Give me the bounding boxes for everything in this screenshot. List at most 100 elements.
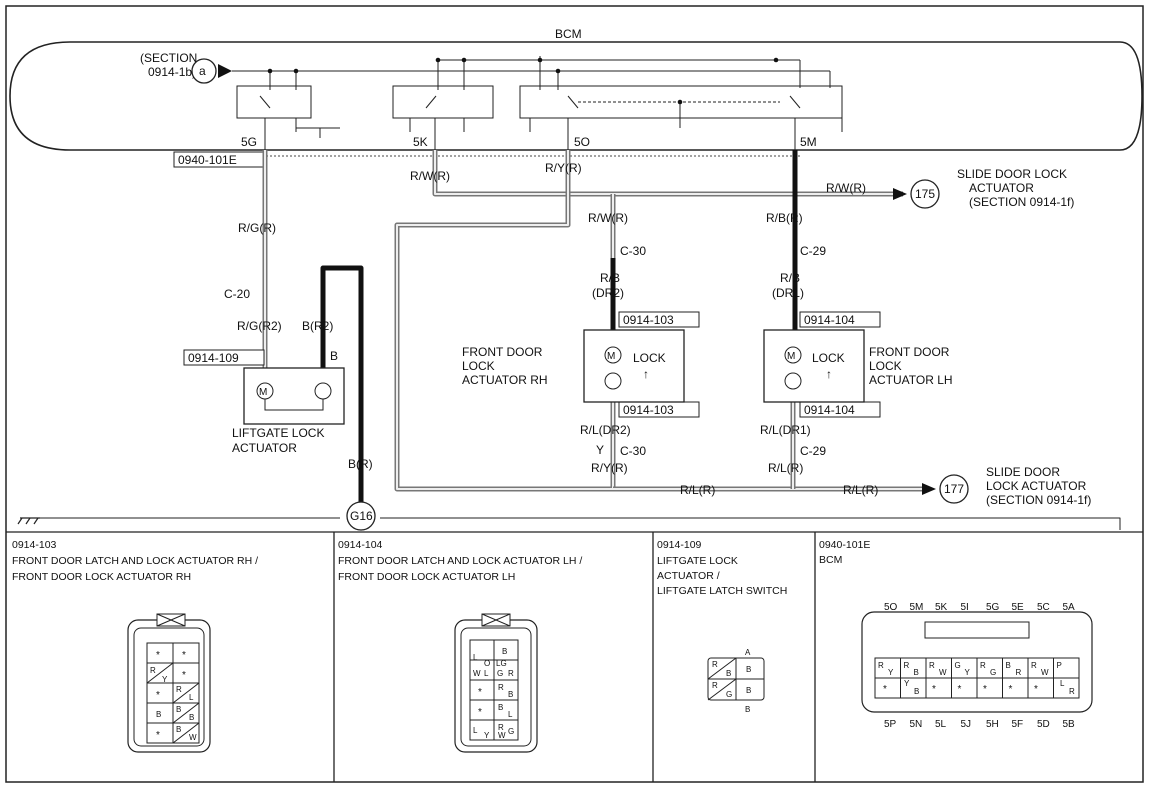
rh-motor-label: M xyxy=(607,351,615,362)
wire-rg-r: R/G(R) xyxy=(238,221,276,235)
pin-5o: 5O xyxy=(574,135,590,149)
flh-label-3: ACTUATOR LH xyxy=(869,373,953,387)
code-box-109 xyxy=(183,349,265,366)
bcm-row2-cell: * xyxy=(1009,684,1013,695)
rh-arrow-icon: ↑ xyxy=(643,367,649,381)
connector-c30a: C-30 xyxy=(620,244,646,258)
bcm-bot-pin-5f: 5F xyxy=(1012,719,1024,730)
code-box-104a xyxy=(799,311,881,328)
arrow-177 xyxy=(922,483,936,495)
bcm-row2-cell: * xyxy=(932,684,936,695)
c103-cell-4: * xyxy=(182,670,186,681)
bcm-row2-cell: R xyxy=(1069,687,1075,696)
lh-motor-icon xyxy=(784,346,802,364)
bcm-internal-circuit xyxy=(232,56,843,150)
bcm-row1-cell: R xyxy=(878,661,884,670)
slide-top-3: (SECTION 0914-1f) xyxy=(969,195,1074,209)
code-104a: 0914-104 xyxy=(804,313,855,327)
bcm-bot-pin-5d: 5D xyxy=(1037,719,1050,730)
connector-104-drawing xyxy=(454,613,538,753)
code-103b: 0914-103 xyxy=(623,403,674,417)
c109-c6: B xyxy=(746,686,751,695)
wire-rb-right: R/B xyxy=(780,271,800,285)
connector-c30b: C-30 xyxy=(620,444,646,458)
connector-c20: C-20 xyxy=(224,287,250,301)
c103-cell-6b: L xyxy=(189,693,194,702)
front-door-rh-box xyxy=(583,329,685,403)
bcm-connector-code: 0940-101E xyxy=(178,153,237,167)
bcm-row1-cell: Y xyxy=(888,668,894,677)
bcm-outline xyxy=(9,41,1143,151)
wire-rb-r: R/B(R) xyxy=(766,211,803,225)
wire-rl-r-right: R/L(R) xyxy=(843,483,878,497)
connector-c29b: C-29 xyxy=(800,444,826,458)
wire-harness xyxy=(20,150,1121,530)
rh-motor-icon xyxy=(604,346,622,364)
code-104b: 0914-104 xyxy=(804,403,855,417)
c104-l1: L xyxy=(473,653,478,662)
front-door-lh-box xyxy=(763,329,865,403)
c104-l4: G xyxy=(497,669,503,678)
bcm-junction-dots xyxy=(267,57,779,105)
c104-l6: R xyxy=(508,669,514,678)
slide-top-2: ACTUATOR xyxy=(969,181,1034,195)
wire-ry-r: R/Y(R) xyxy=(545,161,582,175)
bcm-title: BCM xyxy=(555,27,582,41)
c103-cell-3b: Y xyxy=(162,675,168,684)
connector-a-label: a xyxy=(199,64,206,78)
bcm-row1-cell: Y xyxy=(965,668,971,677)
c109-c3: B xyxy=(746,665,751,674)
c103-cell-10b: W xyxy=(189,733,197,742)
frh-label-3: ACTUATOR RH xyxy=(462,373,548,387)
c104-l17: Y xyxy=(484,731,490,740)
slide-bot-2: LOCK ACTUATOR xyxy=(986,479,1087,493)
pin-5k: 5K xyxy=(413,135,428,149)
p2-code: 0914-104 xyxy=(338,539,383,551)
bcm-row1-cell: B xyxy=(1006,661,1011,670)
wire-rl-r-mid: R/L(R) xyxy=(680,483,715,497)
connector-a-circle xyxy=(191,58,217,84)
wire-y: Y xyxy=(596,443,604,457)
panel-grid xyxy=(6,531,1143,782)
liftgate-motor-label: M xyxy=(259,387,267,398)
connector-c29a: C-29 xyxy=(800,244,826,258)
frh-label-1: FRONT DOOR xyxy=(462,345,543,359)
flh-label-2: LOCK xyxy=(869,359,902,373)
bcm-row1-cell: P xyxy=(1057,661,1062,670)
c103-cell-7: B xyxy=(156,710,161,719)
c103-cell-8b: B xyxy=(189,713,194,722)
p3-code: 0914-109 xyxy=(657,539,702,551)
wire-rb-left: R/B xyxy=(600,271,620,285)
p3-title-3: LIFTGATE LATCH SWITCH xyxy=(657,585,787,597)
bcm-row1-cell: G xyxy=(990,668,996,677)
liftgate-coil-icon xyxy=(314,382,332,400)
liftgate-label-2: ACTUATOR xyxy=(232,441,297,455)
bcm-row1-cell: R xyxy=(1031,661,1037,670)
rh-coil-icon xyxy=(604,372,622,390)
bcm-bot-pin-5j: 5J xyxy=(961,719,972,730)
c104-l8: B xyxy=(508,690,513,699)
lh-motor-label: M xyxy=(787,351,795,362)
ground-g16-circle xyxy=(346,501,376,531)
code-box-103a xyxy=(618,311,700,328)
p1-title-1: FRONT DOOR LATCH AND LOCK ACTUATOR RH / xyxy=(12,555,258,567)
slide-bot-1: SLIDE DOOR xyxy=(986,465,1060,479)
connector-a-arrow xyxy=(218,64,232,78)
outer-frame xyxy=(5,5,1144,783)
wire-rw-r: R/W(R) xyxy=(410,169,450,183)
ref-175: 175 xyxy=(915,187,935,201)
bcm-row1-cell: R xyxy=(980,661,986,670)
c104-l2: O xyxy=(484,659,490,668)
c104-l15: L xyxy=(508,710,513,719)
code-103a: 0914-103 xyxy=(623,313,674,327)
wire-dr1: (DR1) xyxy=(772,286,804,300)
c103-cell-6: R xyxy=(176,685,182,694)
c104-l5: W xyxy=(473,669,481,678)
bcm-top-pin-5k: 5K xyxy=(935,602,948,613)
wire-rl-r-low: R/L(R) xyxy=(768,461,803,475)
c109-b: B xyxy=(745,705,750,714)
bcm-top-pin-5c: 5C xyxy=(1037,602,1050,613)
rh-lock-label: LOCK xyxy=(633,351,666,365)
c109-a: A xyxy=(745,648,751,657)
bcm-top-pin-5g: 5G xyxy=(986,602,1000,613)
